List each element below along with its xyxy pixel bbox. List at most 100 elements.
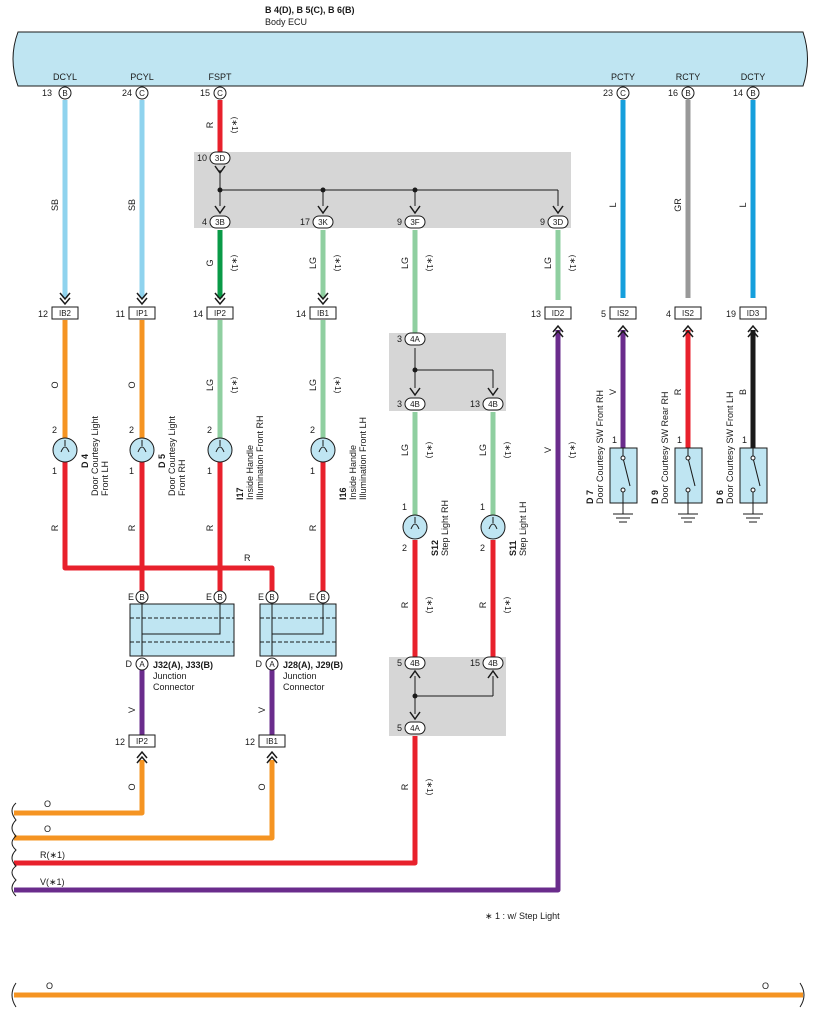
svg-text:C: C xyxy=(139,89,145,98)
svg-text:14: 14 xyxy=(296,309,306,319)
svg-text:1: 1 xyxy=(480,502,485,512)
switches: 1 D 7 Door Courtesy SW Front RH 1 D 9 Do… xyxy=(585,390,768,523)
svg-text:E: E xyxy=(128,592,134,602)
inline-connectors: 12 IB2 11 IP1 14 IP2 14 IB1 13 ID2 5 IS2… xyxy=(38,292,767,338)
lamp-d5: 2 1 D 5 Door Courtesy Light Front RH xyxy=(129,415,187,496)
svg-text:Door Courtesy Light: Door Courtesy Light xyxy=(167,415,177,496)
ecu-name: Body ECU xyxy=(265,17,307,27)
switch-d7: 1 D 7 Door Courtesy SW Front RH xyxy=(585,390,638,523)
svg-text:4A: 4A xyxy=(410,335,420,344)
svg-text:O: O xyxy=(44,824,51,834)
svg-text:12: 12 xyxy=(38,309,48,319)
bottom-bus-label-left: O xyxy=(46,981,53,991)
svg-text:1: 1 xyxy=(677,435,682,445)
svg-text:(∗1): (∗1) xyxy=(425,442,434,459)
ecu-pin-pcty: 23 C xyxy=(603,86,630,100)
svg-text:13: 13 xyxy=(42,88,52,98)
svg-text:C: C xyxy=(620,89,626,98)
svg-text:(∗1): (∗1) xyxy=(230,117,239,134)
svg-text:2: 2 xyxy=(129,425,134,435)
svg-text:13: 13 xyxy=(470,399,480,409)
svg-text:R: R xyxy=(205,524,215,531)
footnote: ∗ 1 : w/ Step Light xyxy=(485,911,560,921)
svg-text:Junction: Junction xyxy=(283,671,317,681)
svg-text:3D: 3D xyxy=(215,154,225,163)
ecu-pin-fspt: 15 C xyxy=(200,86,227,100)
svg-text:3: 3 xyxy=(397,399,402,409)
svg-text:B: B xyxy=(320,593,325,602)
svg-text:(∗1): (∗1) xyxy=(333,255,342,272)
svg-text:LG: LG xyxy=(543,257,553,269)
svg-text:IP1: IP1 xyxy=(136,309,149,318)
svg-text:D 9: D 9 xyxy=(650,490,660,504)
junction-bottom-pins: 5 4B 15 4B 5 4A xyxy=(397,656,504,735)
svg-text:15: 15 xyxy=(470,658,480,668)
svg-text:LG: LG xyxy=(308,379,318,391)
svg-text:11: 11 xyxy=(116,309,125,319)
svg-text:9: 9 xyxy=(397,217,402,227)
svg-text:Front RH: Front RH xyxy=(177,459,187,496)
svg-text:1: 1 xyxy=(207,466,212,476)
wires xyxy=(14,100,803,998)
junction-dots xyxy=(217,187,418,699)
ecu-pin-dcyl: 13 B xyxy=(42,86,72,100)
ecu-pin-label-rcty: RCTY xyxy=(676,72,701,82)
svg-text:1: 1 xyxy=(402,502,407,512)
wire-labels: SB SB R (∗1) G (∗1) LG (∗1) LG (∗1) LG (… xyxy=(50,117,748,796)
svg-text:2: 2 xyxy=(207,425,212,435)
ecu-pins: 13 B 24 C 15 C 23 C 16 B 14 B xyxy=(42,86,760,100)
svg-text:4: 4 xyxy=(666,309,671,319)
svg-text:Door Courtesy SW Front RH: Door Courtesy SW Front RH xyxy=(595,390,605,504)
svg-text:E: E xyxy=(258,592,264,602)
lamps: 2 1 D 4 Door Courtesy Light Front LH 2 1… xyxy=(52,415,528,556)
svg-text:V: V xyxy=(543,447,553,453)
junction-connector-j32: E B E B D A J32(A), J33(B) Junction Conn… xyxy=(126,590,235,692)
svg-text:D: D xyxy=(126,659,133,669)
wire-bus-o1 xyxy=(14,760,145,816)
svg-text:IS2: IS2 xyxy=(617,309,630,318)
svg-text:S11: S11 xyxy=(508,540,518,556)
svg-text:D: D xyxy=(256,659,263,669)
svg-text:O: O xyxy=(44,799,51,809)
ecu-pin-label-pcty: PCTY xyxy=(611,72,635,82)
svg-text:V: V xyxy=(608,389,618,395)
svg-text:B: B xyxy=(62,89,67,98)
svg-text:G: G xyxy=(205,259,215,266)
svg-text:3D: 3D xyxy=(553,218,563,227)
svg-text:R: R xyxy=(205,121,215,128)
lamp-i16: 2 1 I16 Inside Handle Illumination Front… xyxy=(310,417,368,500)
svg-text:R(∗1): R(∗1) xyxy=(40,850,65,860)
svg-text:I17: I17 xyxy=(235,487,245,500)
ecu-pin-label-dcty: DCTY xyxy=(741,72,766,82)
svg-text:Door Courtesy SW Rear RH: Door Courtesy SW Rear RH xyxy=(660,391,670,504)
svg-text:(∗1): (∗1) xyxy=(425,597,434,614)
svg-text:R: R xyxy=(50,524,60,531)
svg-text:Connector: Connector xyxy=(153,682,195,692)
junction-mid-pins: 3 4A 3 4B 13 4B xyxy=(397,332,504,411)
svg-text:ID3: ID3 xyxy=(747,309,760,318)
svg-text:14: 14 xyxy=(733,88,743,98)
svg-text:19: 19 xyxy=(726,309,736,319)
svg-text:15: 15 xyxy=(200,88,210,98)
svg-text:J28(A), J29(B): J28(A), J29(B) xyxy=(283,660,343,670)
svg-text:Inside Handle: Inside Handle xyxy=(348,445,358,500)
svg-text:O: O xyxy=(50,381,60,388)
svg-text:(∗1): (∗1) xyxy=(568,255,577,272)
svg-text:Step Light RH: Step Light RH xyxy=(440,500,450,556)
svg-text:V(∗1): V(∗1) xyxy=(40,877,65,887)
lamp-s12: 1 2 S12 Step Light RH xyxy=(402,500,450,556)
svg-text:D 7: D 7 xyxy=(585,490,595,504)
svg-text:4B: 4B xyxy=(488,400,498,409)
svg-text:Illumination Front LH: Illumination Front LH xyxy=(358,417,368,500)
svg-text:R: R xyxy=(400,601,410,608)
svg-text:R: R xyxy=(308,524,318,531)
ecu-pin-rcty: 16 B xyxy=(668,86,695,100)
ecu-header: B 4(D), B 5(C), B 6(B) xyxy=(265,5,355,15)
svg-text:5: 5 xyxy=(601,309,606,319)
svg-text:IB1: IB1 xyxy=(317,309,330,318)
svg-text:Illumination Front RH: Illumination Front RH xyxy=(255,415,265,500)
ecu-pin-label-pcyl: PCYL xyxy=(130,72,154,82)
wire-bus-o2 xyxy=(14,760,275,841)
svg-text:E: E xyxy=(309,592,315,602)
svg-text:IB2: IB2 xyxy=(59,309,72,318)
